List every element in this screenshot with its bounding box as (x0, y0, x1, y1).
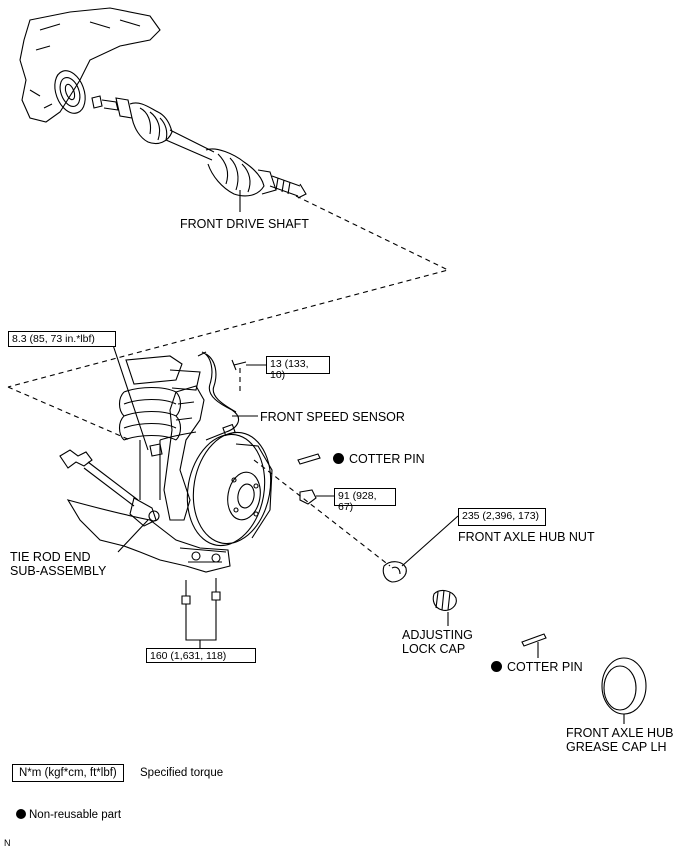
non-reusable-dot-icon (491, 661, 502, 672)
label-cotter-pin-2-text: COTTER PIN (507, 660, 583, 674)
label-cotter-pin-1: COTTER PIN (333, 452, 425, 466)
torque-tie-rod-nut: 91 (928, 67) (334, 488, 396, 513)
legend-nonreusable: Non-reusable part (16, 808, 121, 822)
label-grease-cap-line1: FRONT AXLE HUB (566, 726, 674, 740)
cotter-pin-1-shape (297, 453, 321, 465)
steering-knuckle-drawing (163, 385, 205, 521)
leader-lines (111, 190, 625, 724)
label-tie-rod-end-line2: SUB-ASSEMBLY (10, 564, 107, 578)
label-cotter-pin-1-text: COTTER PIN (349, 452, 425, 466)
small-parts-drawing (297, 453, 647, 715)
label-cotter-pin-2: COTTER PIN (491, 660, 583, 674)
corner-mark: N (4, 838, 11, 848)
torque-sensor-bracket-bolt: 13 (133, 10) (266, 356, 330, 381)
non-reusable-dot-icon (333, 453, 344, 464)
legend-nonreusable-desc: Non-reusable part (29, 809, 122, 821)
non-reusable-dot-icon (16, 809, 26, 819)
label-front-axle-hub-nut: FRONT AXLE HUB NUT (458, 530, 595, 544)
lower-bolts-drawing (181, 578, 221, 650)
legend-torque-desc: Specified torque (140, 767, 224, 779)
legend-torque-unit: N*m (kgf*cm, ft*lbf) (12, 764, 124, 782)
transaxle-housing (19, 7, 161, 123)
hub-nut-shape (382, 561, 407, 583)
tie-rod-nut-shape (299, 489, 317, 505)
torque-lower-bolts: 160 (1,631, 118) (146, 648, 256, 663)
label-grease-cap-line2: GREASE CAP LH (566, 740, 667, 754)
tie-rod-drawing (59, 449, 160, 527)
front-drive-shaft-drawing (91, 95, 307, 199)
label-grease-cap: FRONT AXLE HUB GREASE CAP LH (566, 726, 673, 754)
label-front-speed-sensor: FRONT SPEED SENSOR (260, 410, 405, 424)
label-front-drive-shaft: FRONT DRIVE SHAFT (180, 217, 309, 231)
label-tie-rod-end: TIE ROD END SUB-ASSEMBLY (10, 550, 106, 578)
label-tie-rod-end-line1: TIE ROD END (10, 550, 91, 564)
speed-sensor-drawing (149, 351, 247, 457)
label-adjusting-lock-cap-line1: ADJUSTING (402, 628, 473, 642)
cotter-pin-2-shape (521, 633, 547, 647)
alignment-dashed-lines (7, 195, 450, 567)
disc-rotor-drawing (186, 431, 273, 547)
legend: N*m (kgf*cm, ft*lbf) Specified torque No… (12, 764, 312, 834)
torque-sensor-bolt: 8.3 (85, 73 in.*lbf) (8, 331, 116, 347)
lower-arm-drawing (66, 499, 231, 573)
torque-hub-nut: 235 (2,396, 173) (458, 508, 546, 526)
label-adjusting-lock-cap-line2: LOCK CAP (402, 642, 466, 656)
strut-spring-drawing (118, 355, 201, 500)
lock-cap-shape (432, 589, 457, 611)
label-adjusting-lock-cap: ADJUSTING LOCK CAP (402, 628, 473, 656)
